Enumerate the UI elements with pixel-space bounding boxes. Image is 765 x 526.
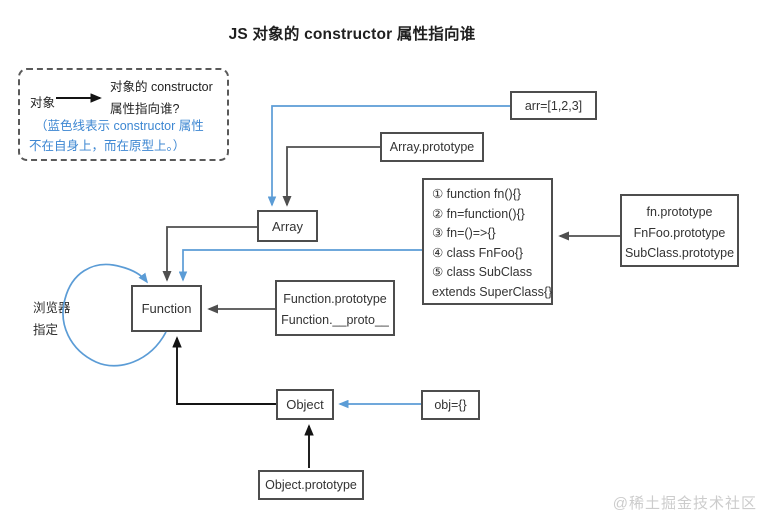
fn-case-4: ④ class FnFoo{}: [432, 245, 524, 260]
node-function: Function: [131, 285, 202, 332]
node-object: Object: [276, 389, 334, 420]
fn-case-3: ③ fn=()=>{}: [432, 226, 496, 241]
legend-subject-label: 对象: [30, 96, 56, 110]
node-fn-prototypes: fn.prototype FnFoo.prototype SubClass.pr…: [620, 194, 739, 267]
arrow-fn-cases-to-function: [178, 249, 422, 282]
legend-box: 对象 对象的 constructor 属性指向谁? （蓝色线表示 constru…: [18, 68, 229, 161]
node-object-prototype: Object.prototype: [258, 470, 364, 500]
subclass-prototype-line: SubClass.prototype: [624, 246, 735, 260]
fn-case-5-cont: extends SuperClass{}: [432, 284, 553, 299]
arrow-object-to-function: [172, 336, 276, 405]
watermark: @稀土掘金技术社区: [612, 495, 757, 512]
fn-case-2: ② fn=function(){}: [432, 206, 525, 221]
node-array: Array: [257, 210, 318, 242]
fn-prototype-line: fn.prototype: [646, 205, 713, 219]
arrow-array-to-function: [162, 226, 257, 282]
fn-case-1: ① function fn(){}: [432, 187, 522, 201]
fnfoo-prototype-line: FnFoo.prototype: [633, 225, 726, 240]
browser-assigned-label: 浏览器 指定: [33, 297, 71, 341]
legend-desc-line2: 属性指向谁?: [110, 102, 180, 116]
legend-note-line2: 不在自身上，而在原型上。）: [29, 139, 186, 153]
node-function-cases: ① function fn(){} ② fn=function(){} ③ fn…: [422, 178, 553, 305]
node-array-prototype: Array.prototype: [380, 132, 484, 162]
legend-desc-line1: 对象的 constructor: [110, 80, 213, 94]
browser-assigned-line2: 指定: [33, 323, 59, 337]
fn-case-5: ⑤ class SubClass: [432, 265, 533, 280]
legend-blue-note: （蓝色线表示 constructor 属性 不在自身上，而在原型上。）: [29, 116, 204, 156]
function-prototype-line: Function.prototype: [283, 292, 387, 306]
page-title: JS 对象的 constructor 属性指向谁: [228, 26, 476, 43]
arrow-array-prototype-to-array: [282, 146, 380, 207]
legend-note-line1: （蓝色线表示 constructor 属性: [35, 119, 204, 133]
browser-assigned-line1: 浏览器: [33, 301, 71, 315]
legend-description: 对象的 constructor 属性指向谁?: [110, 76, 213, 120]
node-arr-literal: arr=[1,2,3]: [510, 91, 597, 120]
node-obj-literal: obj={}: [421, 390, 480, 420]
function-proto-line: Function.__proto__: [281, 313, 389, 327]
node-function-prototype: Function.prototype Function.__proto__: [275, 280, 395, 336]
